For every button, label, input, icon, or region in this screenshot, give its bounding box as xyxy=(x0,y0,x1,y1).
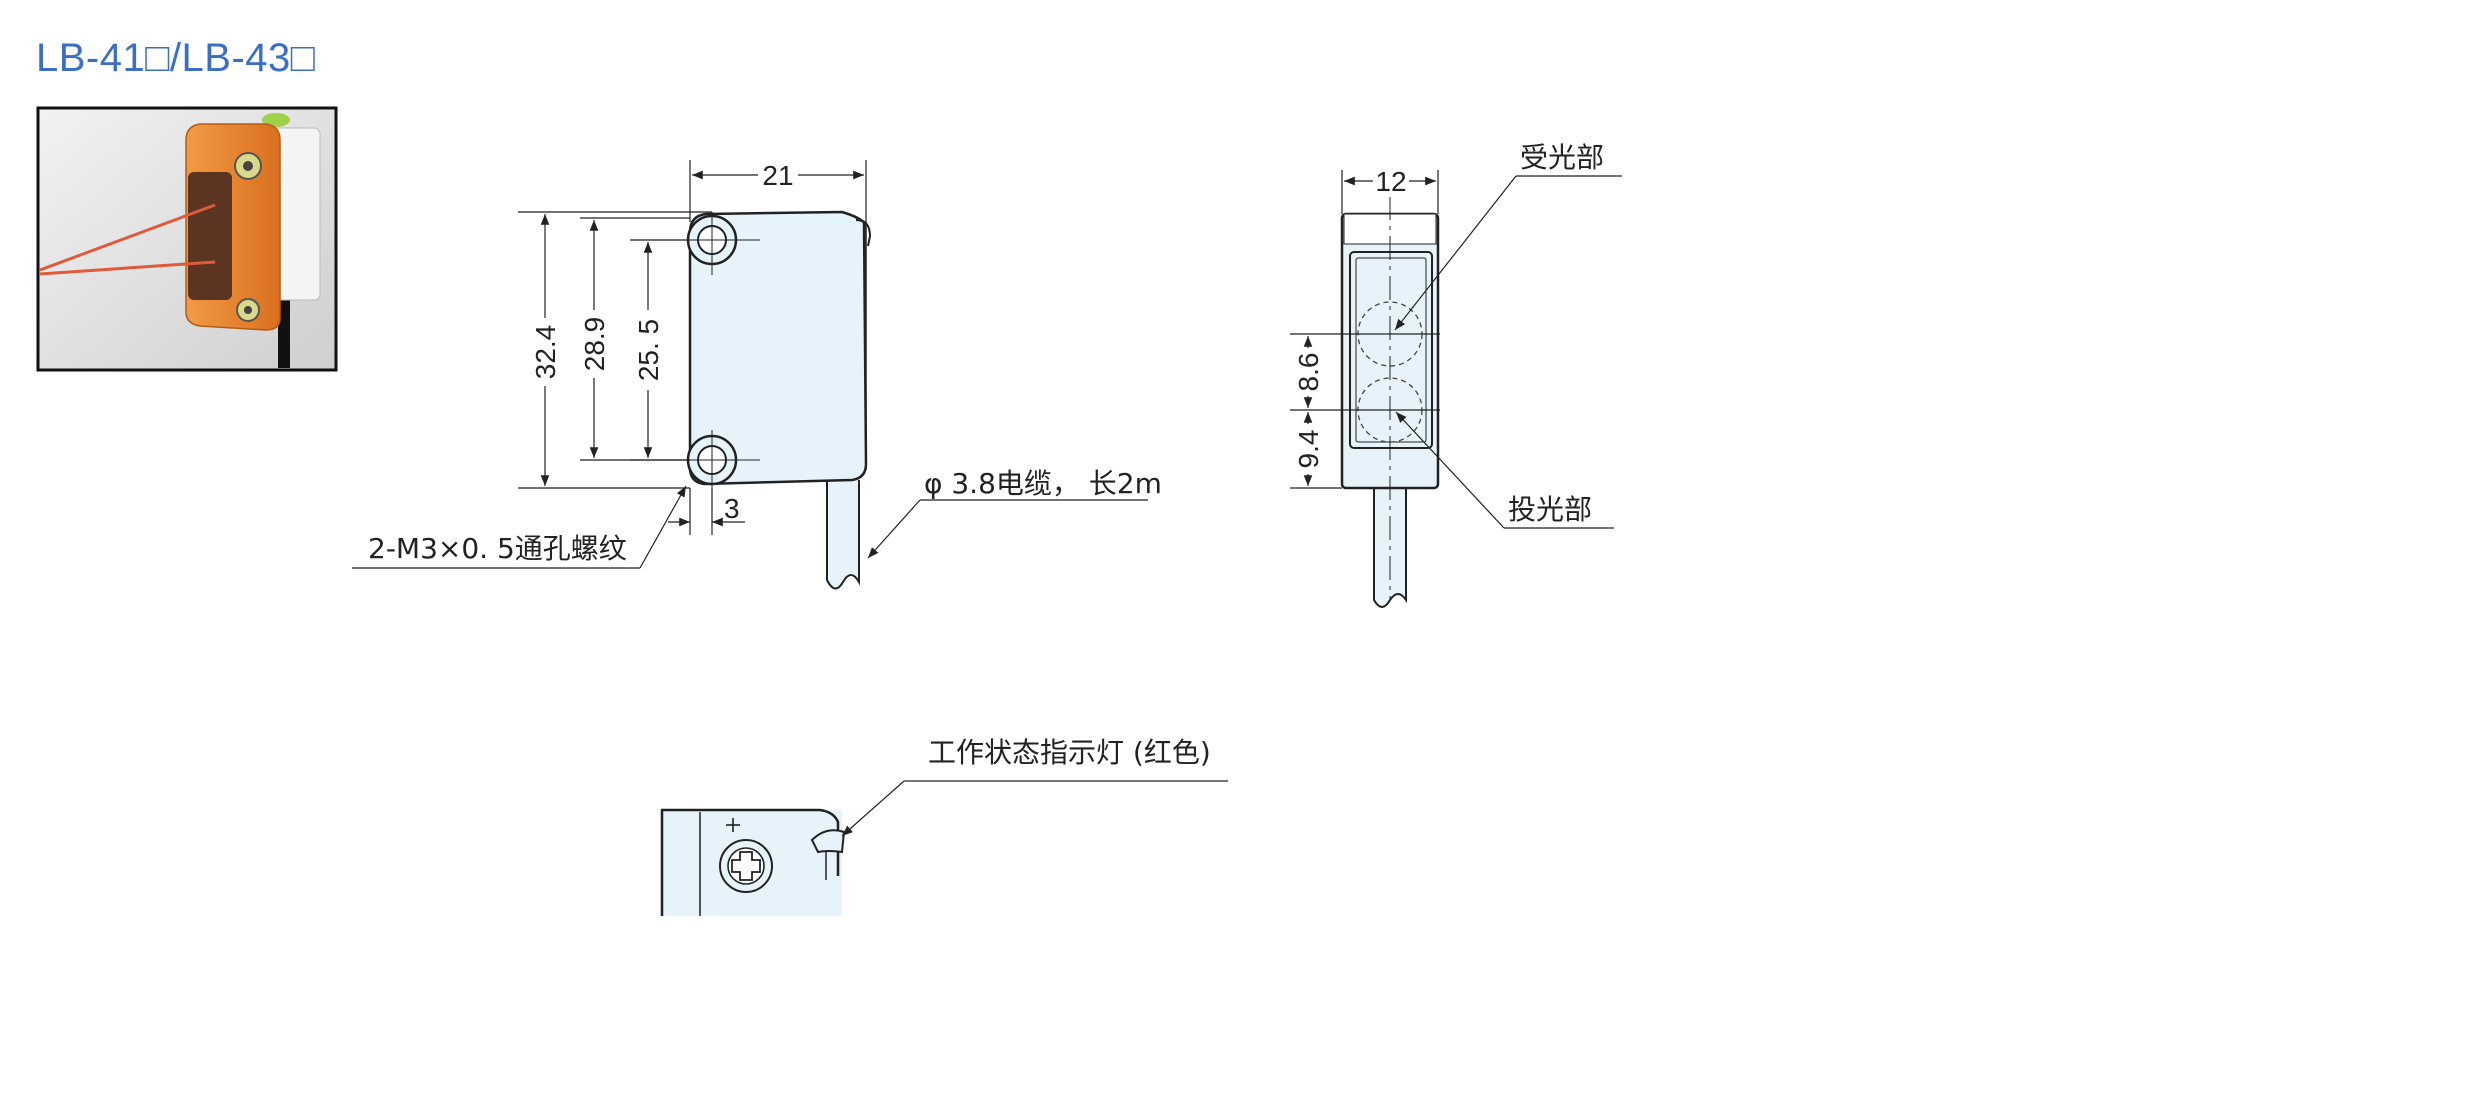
dim-height-28-9: 28.9 xyxy=(579,317,610,372)
dim-8-6: 8.6 xyxy=(1293,353,1324,392)
indicator-note: 工作状态指示灯 (红色) xyxy=(928,736,1211,769)
front-view-labels: 21 32.4 28.9 25. 5 3 2-M3×0. 5通孔螺纹 φ 3.8… xyxy=(368,160,1162,565)
cable-note: φ 3.8电缆， 长2m xyxy=(924,467,1162,500)
side-view xyxy=(1290,165,1622,608)
dim-width-12: 12 xyxy=(1375,166,1406,197)
dim-hole-offset-3: 3 xyxy=(724,493,740,524)
detail-view xyxy=(660,780,1228,916)
dim-hole-pitch-25-5: 25. 5 xyxy=(633,319,664,381)
dim-9-4: 9.4 xyxy=(1293,430,1324,469)
sensor-photo xyxy=(36,106,338,372)
page-title: LB-41□/LB-43□ xyxy=(36,36,316,80)
detail-view-labels: 工作状态指示灯 (红色) xyxy=(928,736,1211,769)
side-view-labels: 12 8.6 9.4 受光部 投光部 xyxy=(1293,141,1604,526)
emitter-note: 投光部 xyxy=(1508,493,1592,526)
dim-height-32-4: 32.4 xyxy=(530,325,561,380)
dim-width-21: 21 xyxy=(762,160,793,191)
hole-thread-note: 2-M3×0. 5通孔螺纹 xyxy=(368,532,627,565)
receiver-note: 受光部 xyxy=(1520,141,1604,174)
front-view xyxy=(352,158,1148,590)
